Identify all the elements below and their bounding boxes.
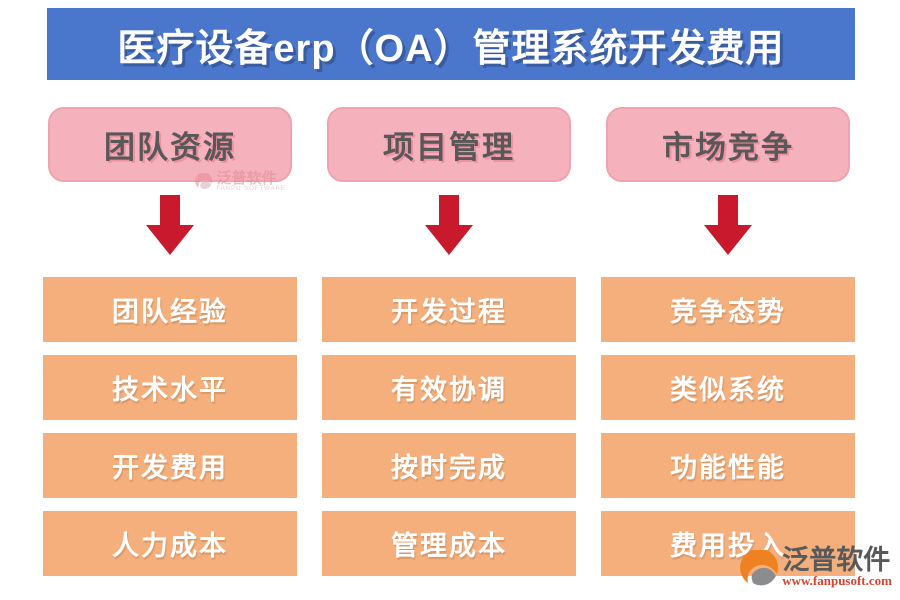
factor-label: 管理成本	[391, 531, 507, 561]
factor-box: 按时完成	[322, 433, 576, 498]
factor-box: 功能性能	[601, 433, 855, 498]
factor-box: 有效协调	[322, 355, 576, 420]
factor-label: 竞争态势	[670, 297, 786, 327]
column-header: 团队资源 泛普软件 FANPU SOFTWARE	[48, 107, 292, 192]
column-team-resources: 团队资源 泛普软件 FANPU SOFTWARE 团队经验	[43, 107, 297, 589]
factor-label: 功能性能	[670, 453, 786, 483]
factor-box: 费用投入	[601, 511, 855, 576]
column-header: 项目管理	[327, 107, 571, 182]
column-header-label: 团队资源	[103, 130, 236, 165]
factor-list: 团队经验 技术水平 开发费用 人力成本	[43, 277, 297, 589]
down-arrow-icon	[425, 195, 473, 255]
factor-label: 开发费用	[112, 453, 228, 483]
title-banner: 医疗设备erp（OA）管理系统开发费用	[47, 8, 855, 80]
column-header-label: 项目管理	[382, 130, 515, 165]
factor-label: 有效协调	[391, 375, 507, 405]
column-header-label: 市场竞争	[661, 130, 794, 165]
fanpu-url: www.fanpusoft.com	[782, 573, 892, 589]
factor-box: 管理成本	[322, 511, 576, 576]
fanpu-brand-subtext: FANPU SOFTWARE	[216, 186, 286, 192]
factor-label: 类似系统	[670, 375, 786, 405]
factor-list: 开发过程 有效协调 按时完成 管理成本	[322, 277, 576, 589]
factor-box: 团队经验	[43, 277, 297, 342]
factor-label: 人力成本	[112, 531, 228, 561]
column-market-competition: 市场竞争 竞争态势 类似系统 功能性能 费用投入	[601, 107, 855, 589]
fanpu-watermark-corner: 泛普软件 www.fanpusoft.com	[740, 546, 892, 590]
factor-list: 竞争态势 类似系统 功能性能 费用投入	[601, 277, 855, 589]
fanpu-watermark-inline: 泛普软件 FANPU SOFTWARE	[195, 171, 285, 192]
down-arrow-icon	[146, 195, 194, 255]
diagram-columns: 团队资源 泛普软件 FANPU SOFTWARE 团队经验	[43, 107, 855, 589]
factor-box: 竞争态势	[601, 277, 855, 342]
fanpu-logo-icon	[740, 550, 779, 586]
factor-label: 按时完成	[391, 453, 507, 483]
down-arrow-icon	[704, 195, 752, 255]
fanpu-brand-text: 泛普软件	[216, 170, 277, 187]
factor-box: 类似系统	[601, 355, 855, 420]
column-header: 市场竞争	[606, 107, 850, 182]
fanpu-logo-icon	[195, 172, 213, 189]
page-title: 医疗设备erp（OA）管理系统开发费用	[117, 27, 785, 70]
factor-box: 人力成本	[43, 511, 297, 576]
fanpu-brand-text: 泛普软件	[782, 545, 891, 575]
factor-box: 技术水平	[43, 355, 297, 420]
factor-label: 技术水平	[112, 375, 228, 405]
factor-box: 开发过程	[322, 277, 576, 342]
factor-label: 开发过程	[391, 297, 507, 327]
factor-label: 团队经验	[112, 297, 228, 327]
factor-box: 开发费用	[43, 433, 297, 498]
column-project-management: 项目管理 开发过程 有效协调 按时完成 管理成本	[322, 107, 576, 589]
